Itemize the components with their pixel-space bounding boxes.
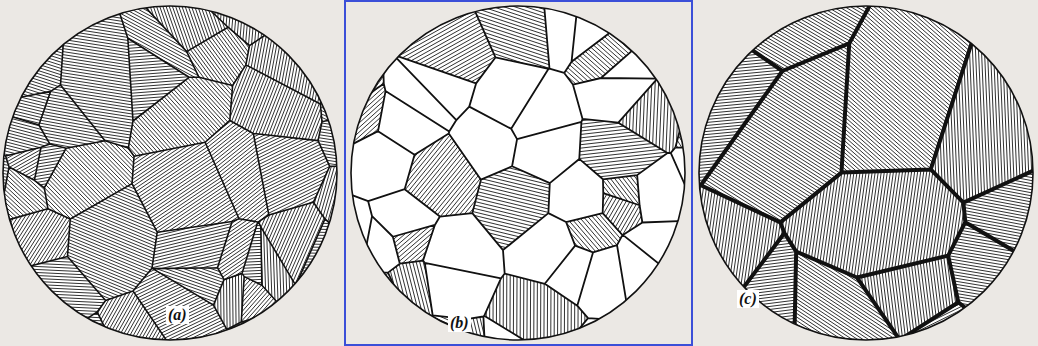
grain-hatching [0, 0, 171, 102]
grain-hatching [53, 244, 237, 346]
grain-hatching [0, 94, 67, 175]
grain-hatching [469, 247, 606, 346]
grain-hatching [0, 0, 34, 37]
grain-hatching [752, 100, 997, 346]
grain-hatching [0, 298, 22, 346]
panel-label: (c) [737, 290, 759, 308]
grain-hatching [14, 143, 211, 339]
grain-hatching [0, 315, 79, 346]
grain-hatching [0, 245, 87, 346]
micrograph-outline [3, 6, 337, 340]
grain-hatching [544, 181, 646, 283]
grain-hatching [223, 0, 370, 143]
grain-hatching [1, 232, 124, 346]
panel-label: (b) [448, 314, 471, 332]
grain-hatching [296, 308, 398, 346]
grain-hatching [529, 0, 678, 127]
grain-hatching [362, 94, 525, 258]
grain-boundary [311, 0, 725, 346]
micrograph-outline [351, 6, 685, 340]
grain-hatching [0, 37, 14, 107]
grain-hatching [87, 22, 275, 211]
grain-hatching [669, 0, 946, 156]
grain-hatching [269, 45, 429, 205]
grain-hatching [412, 0, 593, 107]
grain-hatching [613, 0, 938, 294]
grain-hatching [0, 0, 62, 98]
grain-hatching [0, 29, 48, 115]
grain-hatching [612, 0, 831, 217]
grain-hatching [146, 0, 312, 90]
grain-hatching [231, 287, 343, 346]
grain-hatching [215, 98, 369, 251]
micrograph-outline [699, 6, 1033, 340]
grain-hatching [101, 24, 216, 137]
grain-hatching [364, 243, 460, 340]
grain-hatching [331, 309, 425, 346]
grain-hatching [0, 332, 27, 346]
grain-hatching [151, 85, 325, 258]
micrograph-field [571, 0, 1038, 346]
grain-boundary [0, 0, 377, 346]
grain-hatching [264, 4, 431, 171]
grain-hatching [87, 90, 285, 287]
grain-hatching [581, 172, 665, 256]
grain-hatching [0, 204, 46, 313]
grain-hatching [601, 140, 842, 346]
grain-boundary [659, 0, 1038, 346]
panel-label: (a) [166, 306, 189, 324]
